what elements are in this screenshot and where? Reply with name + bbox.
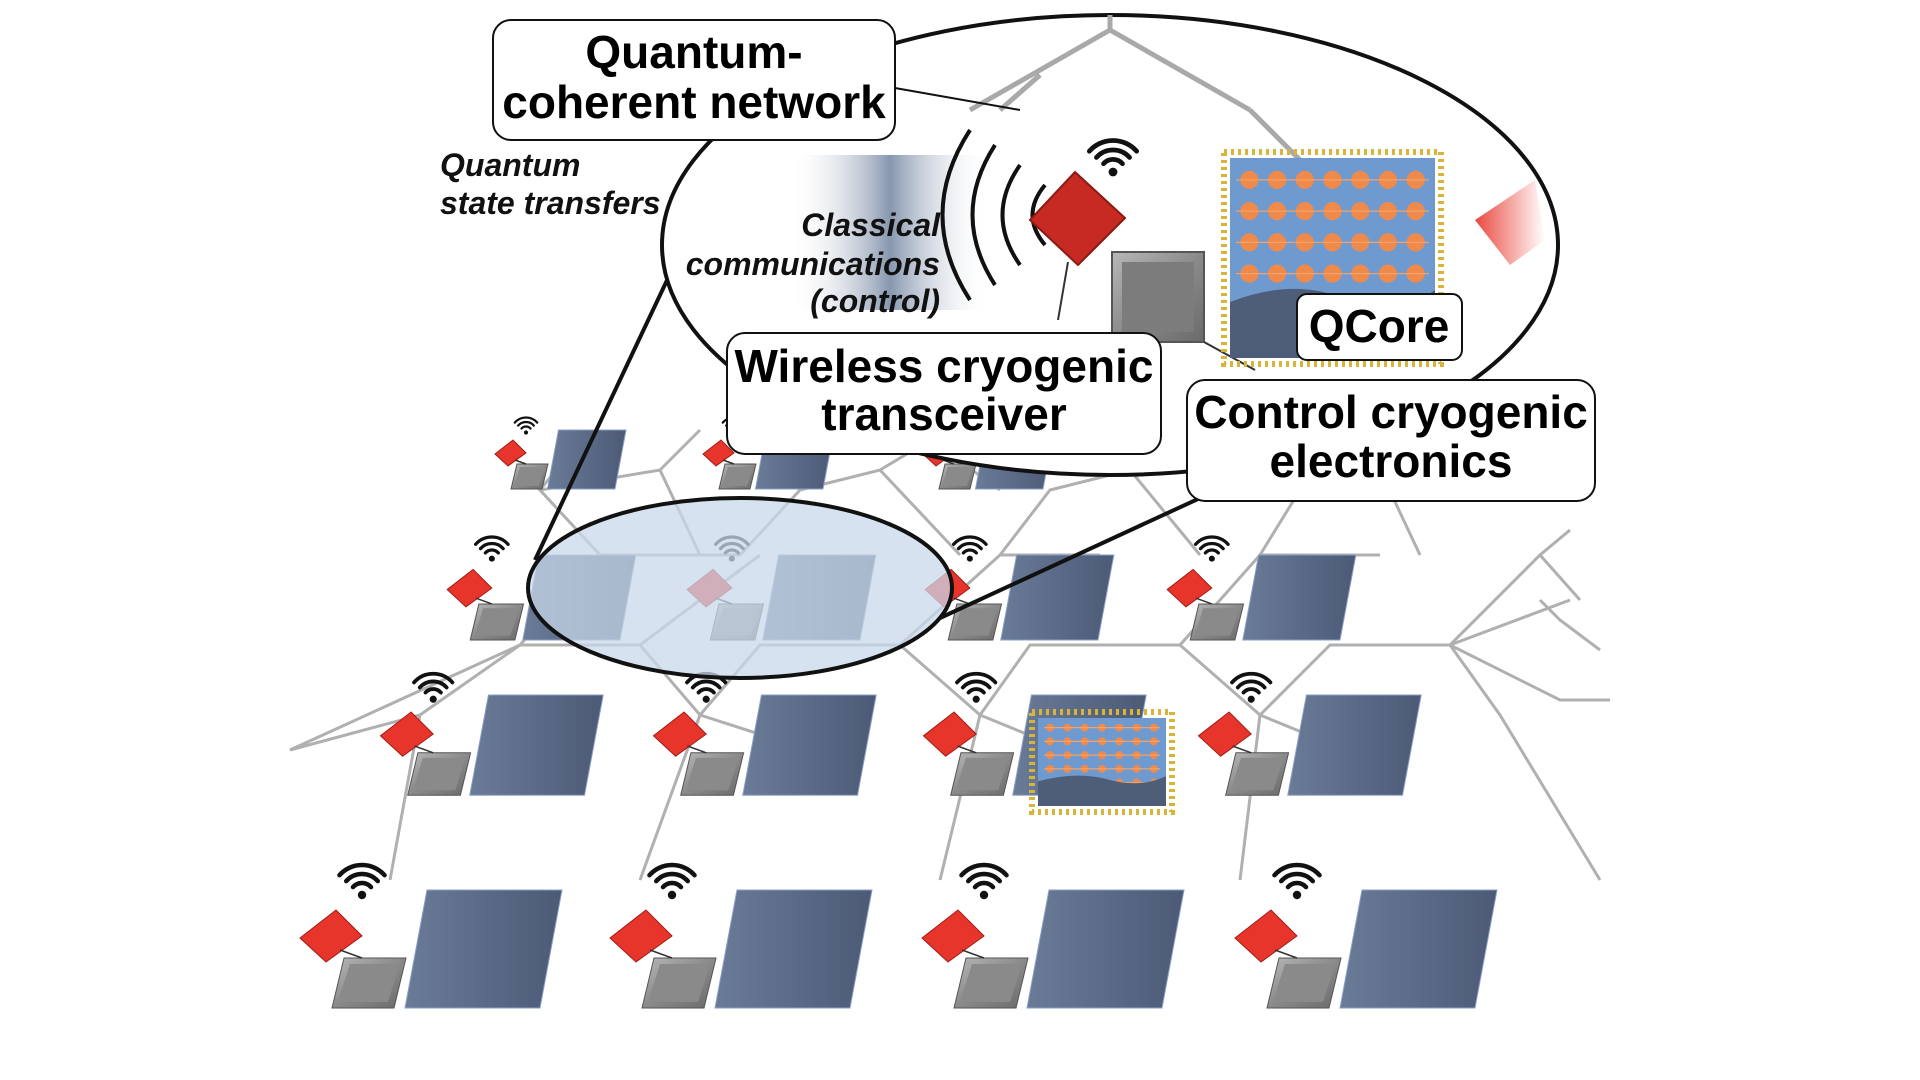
wifi-icon bbox=[1272, 862, 1322, 900]
chip-pins bbox=[1029, 709, 1175, 815]
control-label-2: electronics bbox=[1270, 435, 1513, 487]
wireless-waves bbox=[940, 128, 1047, 302]
network-node bbox=[921, 862, 1185, 1009]
qcore-chip-small bbox=[1029, 709, 1175, 815]
network-node bbox=[379, 671, 604, 796]
wifi-icon bbox=[959, 862, 1009, 900]
transceiver-chip bbox=[1234, 909, 1298, 963]
callout-qcore: QCore bbox=[1296, 293, 1463, 361]
transceiver-chip bbox=[922, 711, 977, 757]
wifi-icon bbox=[1230, 671, 1273, 703]
wifi-icon bbox=[337, 862, 387, 900]
qcore-tile bbox=[546, 429, 627, 490]
transceiver-chip bbox=[702, 439, 735, 467]
transceiver-chip bbox=[299, 909, 363, 963]
transceiver-chip bbox=[1197, 711, 1252, 757]
network-node bbox=[1166, 535, 1357, 641]
callout-control-electronics: Control cryogenic electronics bbox=[1186, 379, 1596, 502]
qcore-tile bbox=[1026, 889, 1185, 1009]
transceiver-chip bbox=[494, 439, 527, 467]
qcore-tile bbox=[1000, 554, 1115, 641]
callout-quantum-network: Quantum- coherent network bbox=[492, 19, 1021, 141]
qcore-tile bbox=[714, 889, 873, 1009]
chip-wave bbox=[1038, 775, 1166, 806]
classical-label-1: Classical bbox=[801, 207, 941, 243]
qcore-tile bbox=[742, 694, 877, 796]
transceiver-chip-large bbox=[1028, 170, 1127, 321]
classical-label-3: (control) bbox=[810, 283, 940, 319]
transceiver-label-2: transceiver bbox=[821, 388, 1067, 440]
transceiver-chip bbox=[652, 711, 707, 757]
wifi-icon bbox=[951, 535, 988, 562]
network-node bbox=[609, 862, 873, 1009]
quantum-state-transfers-label: Quantum state transfers bbox=[440, 147, 661, 221]
wifi-icon bbox=[1193, 535, 1230, 562]
transceiver-chip bbox=[446, 568, 493, 608]
wifi-icon bbox=[1086, 138, 1140, 177]
wifi-icon bbox=[647, 862, 697, 900]
wifi-icon bbox=[955, 671, 998, 703]
quantum-network-label-2: coherent network bbox=[502, 76, 886, 128]
wifi-icon bbox=[513, 416, 539, 435]
qcore-label: QCore bbox=[1309, 300, 1450, 352]
transceiver-chip bbox=[1166, 568, 1213, 608]
quantum-state-label-2: state transfers bbox=[440, 185, 661, 221]
quantum-network-label-1: Quantum- bbox=[585, 26, 802, 78]
qcore-tile bbox=[1287, 694, 1422, 796]
callout-transceiver: Wireless cryogenic transceiver bbox=[726, 332, 1162, 455]
wifi-icon bbox=[473, 535, 510, 562]
classical-label-2: communications bbox=[686, 246, 940, 282]
qcore-tile bbox=[404, 889, 563, 1009]
chip-pins bbox=[1221, 149, 1444, 367]
classical-communications-label: Classical communications (control) bbox=[686, 207, 941, 319]
network-node bbox=[652, 671, 877, 796]
control-label-1: Control cryogenic bbox=[1194, 386, 1588, 438]
qcore-tile bbox=[1339, 889, 1498, 1009]
network-node bbox=[1234, 862, 1498, 1009]
network-node bbox=[1197, 671, 1422, 796]
wifi-icon bbox=[412, 671, 455, 703]
qcore-tile bbox=[469, 694, 604, 796]
transceiver-chip bbox=[921, 909, 985, 963]
network-nodes bbox=[299, 416, 1498, 1009]
network-node bbox=[299, 862, 563, 1009]
network-node bbox=[494, 416, 627, 490]
control-chip-large bbox=[1111, 251, 1256, 371]
quantum-state-label-1: Quantum bbox=[440, 147, 580, 183]
transceiver-chip bbox=[379, 711, 434, 757]
qcore-tile bbox=[1242, 554, 1357, 641]
wifi-icon bbox=[1086, 138, 1140, 177]
transceiver-chip bbox=[609, 909, 673, 963]
transceiver-label-1: Wireless cryogenic bbox=[735, 340, 1154, 392]
